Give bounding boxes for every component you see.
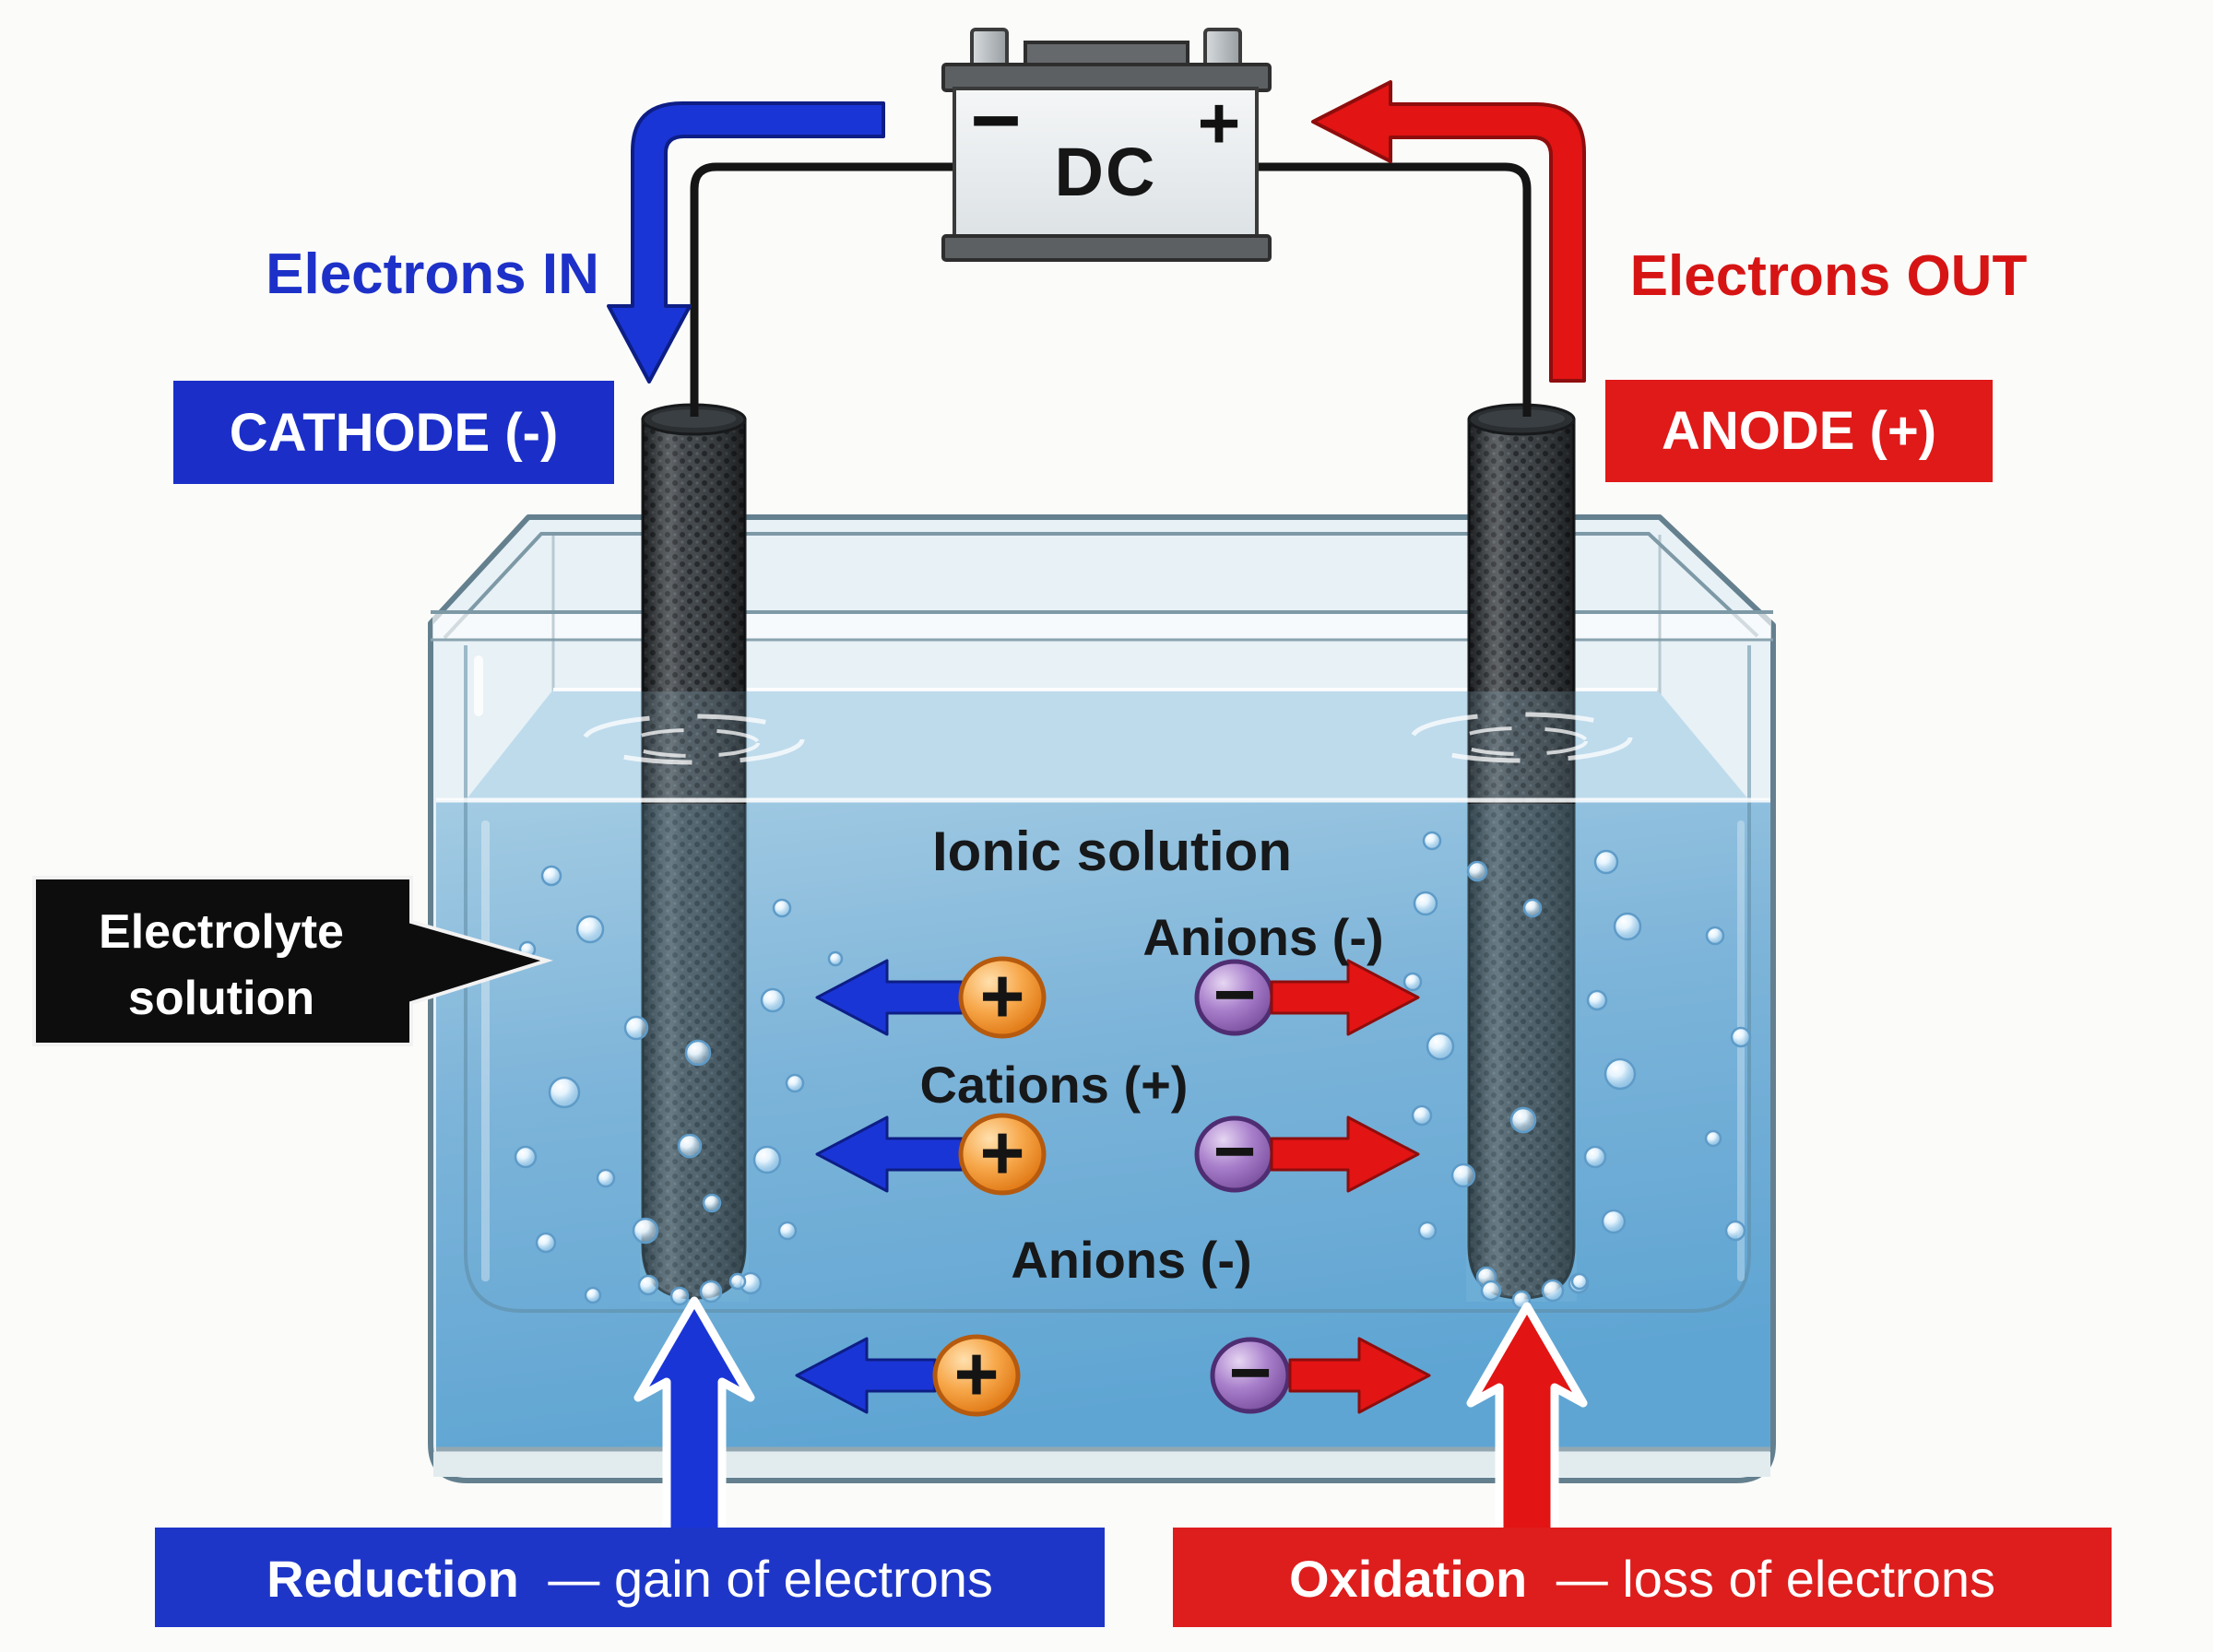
reduction-term: Reduction	[266, 1550, 519, 1608]
cathode-label: CATHODE (-)	[230, 403, 559, 463]
electron-in-arrow	[607, 101, 885, 384]
anion-sign-3: −	[1229, 1331, 1272, 1413]
electrons-out-label: Electrons OUT	[1630, 244, 2028, 308]
electrolyte-label-line1: Electrolyte	[99, 905, 344, 959]
wall-highlight-left	[481, 820, 490, 1281]
anode-electrode	[1467, 403, 1576, 1300]
cathode-electrode	[641, 403, 747, 1300]
anode-wire	[1236, 162, 1532, 417]
cation-sign-1: +	[979, 952, 1024, 1039]
cathode-wire	[690, 162, 977, 417]
wall-highlight-right	[1737, 820, 1745, 1281]
cations-label: Cations (+)	[920, 1056, 1189, 1114]
anion-sign-2: −	[1213, 1110, 1257, 1192]
battery: − + DC	[941, 28, 1272, 262]
cathode-submerged-tint	[640, 691, 749, 802]
anions-label-bottom: Anions (-)	[1011, 1231, 1251, 1289]
anode-water-overlay	[1466, 804, 1577, 1302]
ion-row-1: + −	[815, 952, 1420, 1039]
anion-sign-1: −	[1213, 953, 1257, 1035]
beaker-rim-inner-line	[443, 532, 1759, 640]
battery-terminal-negative	[970, 28, 1009, 70]
anode-label-box: ANODE (+)	[1605, 380, 1993, 482]
electrons-in-label: Electrons IN	[266, 242, 599, 306]
electrolyte-label-line2: solution	[128, 972, 314, 1025]
oxidation-rest: — loss of electrons	[1556, 1550, 1995, 1608]
battery-body	[953, 87, 1259, 240]
cation-sign-2: +	[979, 1109, 1024, 1196]
ion-row-3: + −	[795, 1330, 1431, 1417]
cation-ball-1	[958, 956, 1047, 1039]
anode-label: ANODE (+)	[1662, 401, 1936, 461]
cation-ball-3	[932, 1334, 1021, 1417]
cathode-label-box: CATHODE (-)	[173, 381, 614, 484]
battery-bottom-bar	[941, 234, 1272, 262]
battery-terminal-positive	[1203, 28, 1242, 70]
anions-label-top: Anions (-)	[1142, 908, 1383, 966]
oxidation-box: Oxidation — loss of electrons	[1173, 1528, 2112, 1627]
battery-minus-symbol: −	[970, 72, 1021, 170]
cation-ball-2	[958, 1113, 1047, 1196]
svg-text:Reduction — gain of elec: Reduction — gain of electrons	[266, 1550, 993, 1608]
battery-dc-label: DC	[1055, 134, 1157, 210]
battery-plus-symbol: +	[1198, 82, 1241, 164]
reduction-box: Reduction — gain of electrons	[155, 1528, 1105, 1627]
ion-row-2: + −	[815, 1109, 1420, 1196]
water-surface	[466, 690, 1749, 800]
cation-sign-3: +	[953, 1330, 999, 1417]
reduction-rest: — gain of electrons	[548, 1550, 992, 1608]
svg-text:Oxidation — loss of elec: Oxidation — loss of electrons	[1289, 1550, 1995, 1608]
anion-ball-3	[1210, 1337, 1291, 1414]
beaker-inner-wall-line	[464, 645, 1751, 1313]
oxidation-term: Oxidation	[1289, 1550, 1527, 1608]
bubbles	[514, 831, 1752, 1310]
beaker-floor-band	[433, 1452, 1770, 1477]
ripples	[582, 712, 1633, 765]
anode-submerged-tint	[1466, 691, 1577, 802]
anion-arrow-right-3	[1288, 1337, 1431, 1414]
electrolyte-callout: Electrolyte solution	[32, 876, 553, 1046]
ionic-solution-label: Ionic solution	[932, 820, 1292, 882]
anion-arrow-right-2	[1270, 1115, 1420, 1193]
anion-arrow-right-1	[1270, 959, 1420, 1036]
electron-out-arrow	[1311, 80, 1586, 383]
